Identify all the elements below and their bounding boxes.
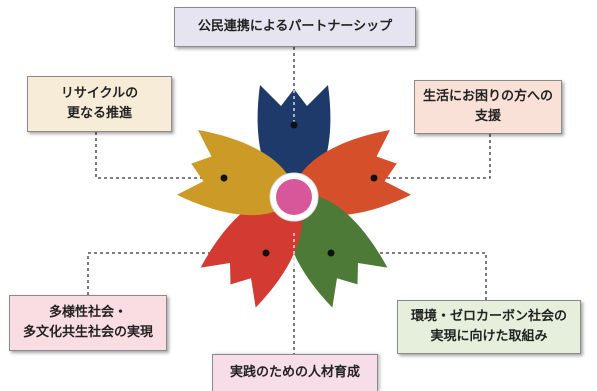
label-recycling-line1: リサイクルの [60,86,139,101]
label-box-recycling: リサイクルの 更なる推進 [27,76,172,132]
label-box-support: 生活にお困りの方への 支援 [414,80,562,134]
label-zero-carbon-line2: 実現に向けた取組み [430,329,548,344]
anchor-dot-lower-right [327,249,335,257]
label-support-line2: 支援 [474,109,501,124]
label-box-human-resources: 実践のための人材育成 [212,354,378,391]
label-human-resources: 実践のための人材育成 [229,365,360,380]
flower-center [276,179,312,215]
label-diversity-line2: 多文化共生社会の実現 [22,325,153,340]
label-diversity-line1: 多様性社会・ [48,305,127,320]
anchor-dot-top [290,121,298,129]
label-zero-carbon-line1: 環境・ゼロカーボン社会の [410,309,567,324]
label-recycling-line2: 更なる推進 [66,106,132,121]
connector-bottom-left [87,252,268,295]
label-box-zero-carbon: 環境・ゼロカーボン社会の 実現に向けた取組み [397,300,581,354]
anchor-dot-lower-left [262,249,270,257]
label-support-line1: 生活にお困りの方への [422,89,553,104]
label-partnership: 公民連携によるパートナーシップ [197,19,393,34]
connector-top-right [374,134,491,179]
anchor-dot-left [220,174,228,182]
anchor-dot-right [370,174,378,182]
label-box-partnership: 公民連携によるパートナーシップ [174,7,416,47]
label-box-diversity: 多様性社会・ 多文化共生社会の実現 [9,295,167,351]
connector-bottom-right [330,252,487,300]
